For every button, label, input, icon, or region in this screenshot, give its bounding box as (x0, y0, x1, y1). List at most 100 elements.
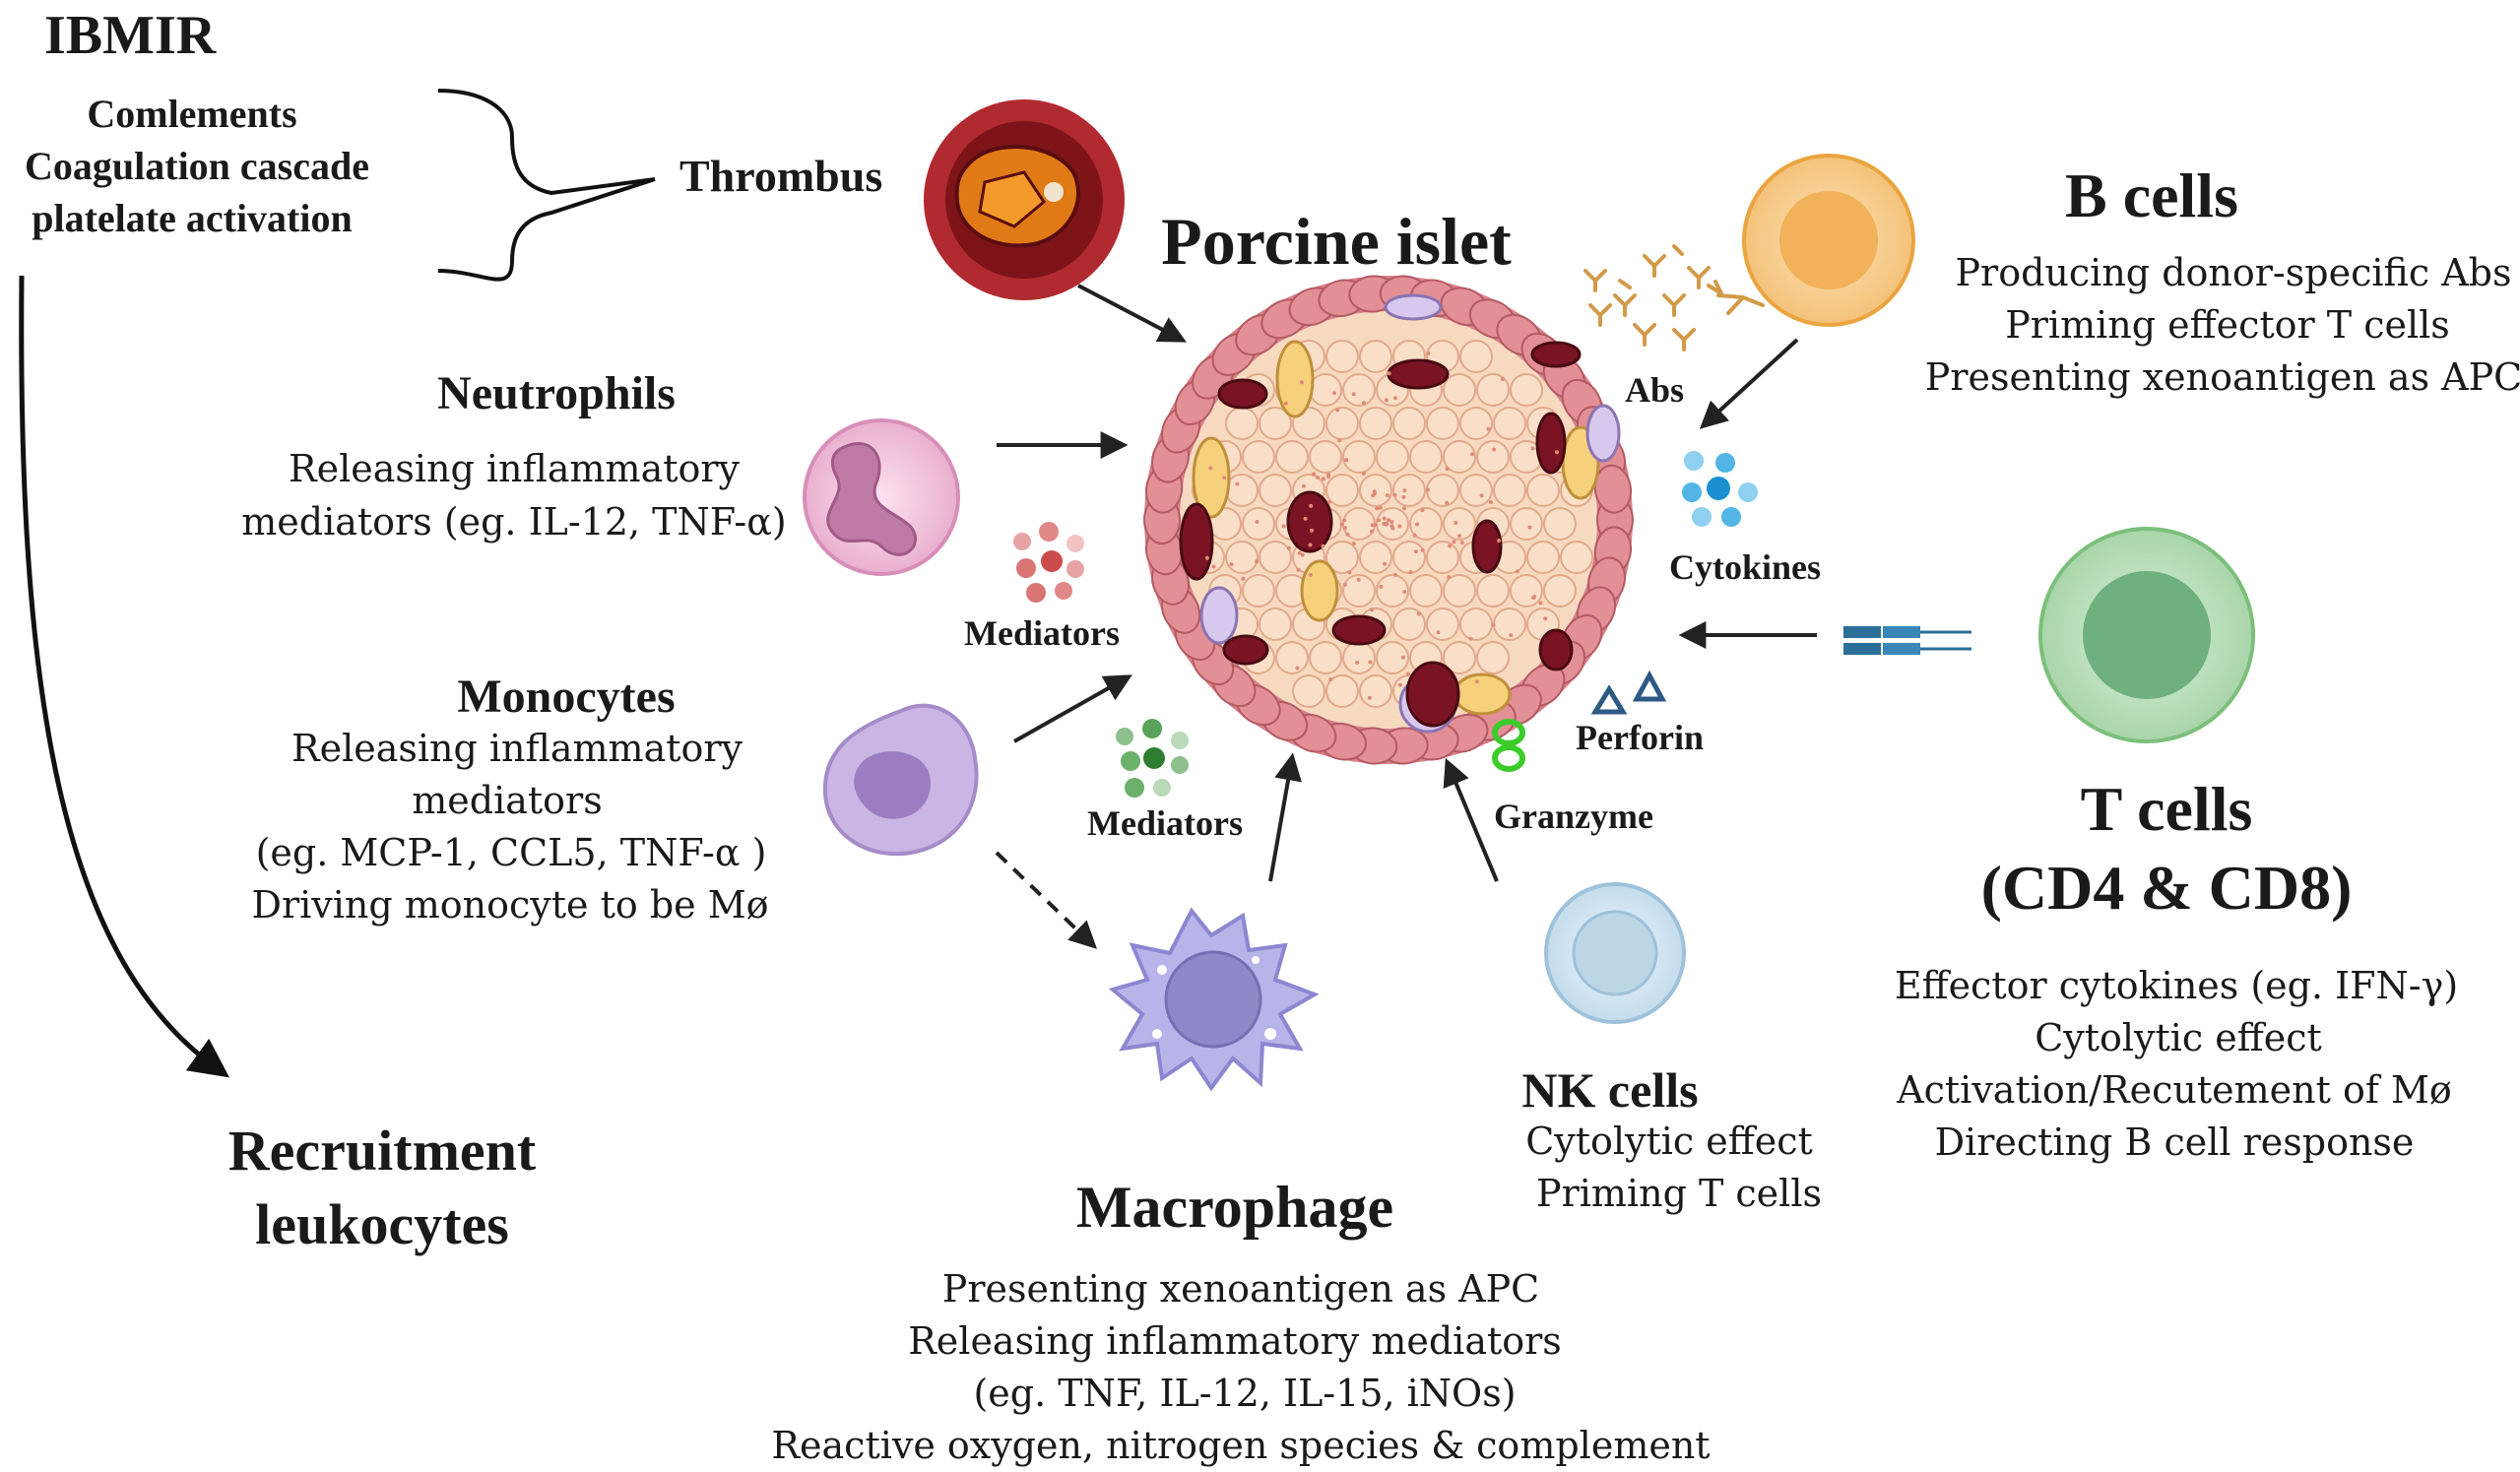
islet-cell (1342, 440, 1376, 474)
islet-speckle (1204, 555, 1209, 560)
antibody-icon (1583, 244, 1765, 352)
islet-speckle (1303, 516, 1308, 521)
macrophage-line-3: (eg. TNF, IL-12, IL-15, iNOs) (973, 1372, 1517, 1415)
islet-cell (1392, 541, 1426, 574)
macrophage-line-4: Reactive oxygen, nitrogen species & comp… (771, 1424, 1711, 1467)
ibmir-line-3: platelate activation (32, 196, 353, 240)
islet-speckle (1383, 561, 1387, 566)
islet-speckle (1402, 488, 1407, 493)
islet-speckle (1532, 595, 1537, 599)
islet-speckle (1316, 476, 1321, 480)
islet-speckle (1281, 524, 1286, 529)
islet-speckle (1372, 489, 1377, 494)
islet-speckle (1379, 505, 1383, 510)
islet-speckle (1447, 575, 1452, 580)
islet-speckle (1345, 532, 1350, 537)
islet-speckle (1402, 590, 1407, 594)
islet-cell (1309, 440, 1342, 474)
islet-cell (1325, 474, 1359, 507)
islet-speckle (1459, 541, 1464, 545)
perforin-icon (1590, 670, 1667, 715)
islet-speckle (1342, 526, 1347, 531)
islet-cell (1242, 440, 1275, 474)
islet-cell (1225, 474, 1259, 507)
islet-cell (1325, 340, 1359, 373)
islet-speckle (1310, 528, 1314, 533)
islet-speckle (1373, 523, 1378, 528)
islet-cell (1426, 407, 1459, 440)
tcells-title-2: (CD4 & CD8) (1980, 853, 2353, 923)
islet-cell (1476, 641, 1510, 674)
islet-cell (1259, 608, 1292, 641)
islet-cell (1325, 674, 1359, 708)
islet-speckle (1412, 533, 1417, 538)
islet-speckle (1397, 524, 1402, 529)
islet-speckle (1337, 438, 1342, 443)
islet-cell (1359, 340, 1392, 373)
islet-cell (1459, 608, 1493, 641)
islet-cell (1259, 474, 1292, 507)
islet-cell (1225, 541, 1259, 574)
recruitment-line-1: Recruitment (227, 1119, 537, 1183)
bcell-arrow (1699, 338, 1799, 429)
mediator-icon (1116, 719, 1189, 798)
islet-cell (1476, 574, 1510, 608)
islet-speckle (1302, 483, 1306, 488)
islet-cell (1309, 373, 1342, 407)
monocyte-to-macrophage-arrow (995, 851, 1098, 949)
islet-cell (1510, 373, 1543, 407)
islet-cell (1376, 507, 1409, 541)
islet-speckle (1389, 520, 1394, 524)
islet-speckle (1500, 377, 1505, 381)
macrophage-line-1: Presenting xenoantigen as APC (941, 1267, 1540, 1311)
islet-speckle (1420, 508, 1425, 513)
tcells-line-1: Effector cytokines (eg. IFN-γ) (1894, 964, 2459, 1007)
ibmir-line-1: Comlements (87, 92, 297, 136)
islet-speckle (1468, 636, 1473, 641)
islet-speckle (1474, 679, 1479, 684)
bcells-line-3: Presenting xenoantigen as APC (1924, 355, 2520, 399)
monocyte-arrow (1013, 674, 1132, 743)
islet-cell (1342, 373, 1376, 407)
islet-speckle (1486, 426, 1491, 431)
islet-speckle (1405, 672, 1410, 676)
islet-cell (1225, 407, 1259, 440)
islet-speckle (1351, 541, 1356, 545)
cytokines-label: Cytokines (1668, 547, 1822, 587)
islet-speckle (1308, 572, 1313, 577)
islet-cell (1242, 574, 1275, 608)
monocyte-icon (822, 703, 979, 857)
nk-line-1: Cytolytic effect (1525, 1120, 1813, 1163)
islet-cell (1459, 474, 1493, 507)
islet-speckle (1382, 516, 1387, 521)
monocytes-title: Monocytes (457, 671, 676, 723)
islet-cell (1409, 507, 1443, 541)
monocytes-line-3: (eg. MCP-1, CCL5, TNF-α ) (255, 831, 767, 874)
islet-cell (1359, 541, 1392, 574)
islet-speckle (1335, 408, 1340, 413)
islet-speckle (1286, 545, 1291, 550)
islet-ring-cell (1593, 464, 1633, 514)
islet-speckle (1402, 506, 1407, 511)
thrombus-label: Thrombus (679, 151, 883, 201)
islet-cell (1443, 373, 1476, 407)
islet-speckle (1297, 550, 1302, 555)
islet-title: Porcine islet (1161, 204, 1512, 279)
islet-speckle (1479, 493, 1484, 498)
islet-speckle (1351, 392, 1356, 397)
nk-line-2: Priming T cells (1536, 1172, 1822, 1215)
islet-speckle (1235, 481, 1240, 486)
mediator-icon (1013, 522, 1084, 603)
islet-speckle (1347, 570, 1352, 575)
islet-speckle (1457, 534, 1462, 539)
islet-cell (1493, 474, 1526, 507)
macrophage-line-2: Releasing inflammatory mediators (908, 1319, 1562, 1363)
islet-speckle (1420, 547, 1425, 552)
islet-speckle (1392, 572, 1397, 577)
islet-speckle (1368, 660, 1373, 665)
islet-speckle (1342, 518, 1347, 523)
islet-cell (1359, 407, 1392, 440)
islet-cell (1426, 474, 1459, 507)
islet-cell (1292, 674, 1325, 708)
